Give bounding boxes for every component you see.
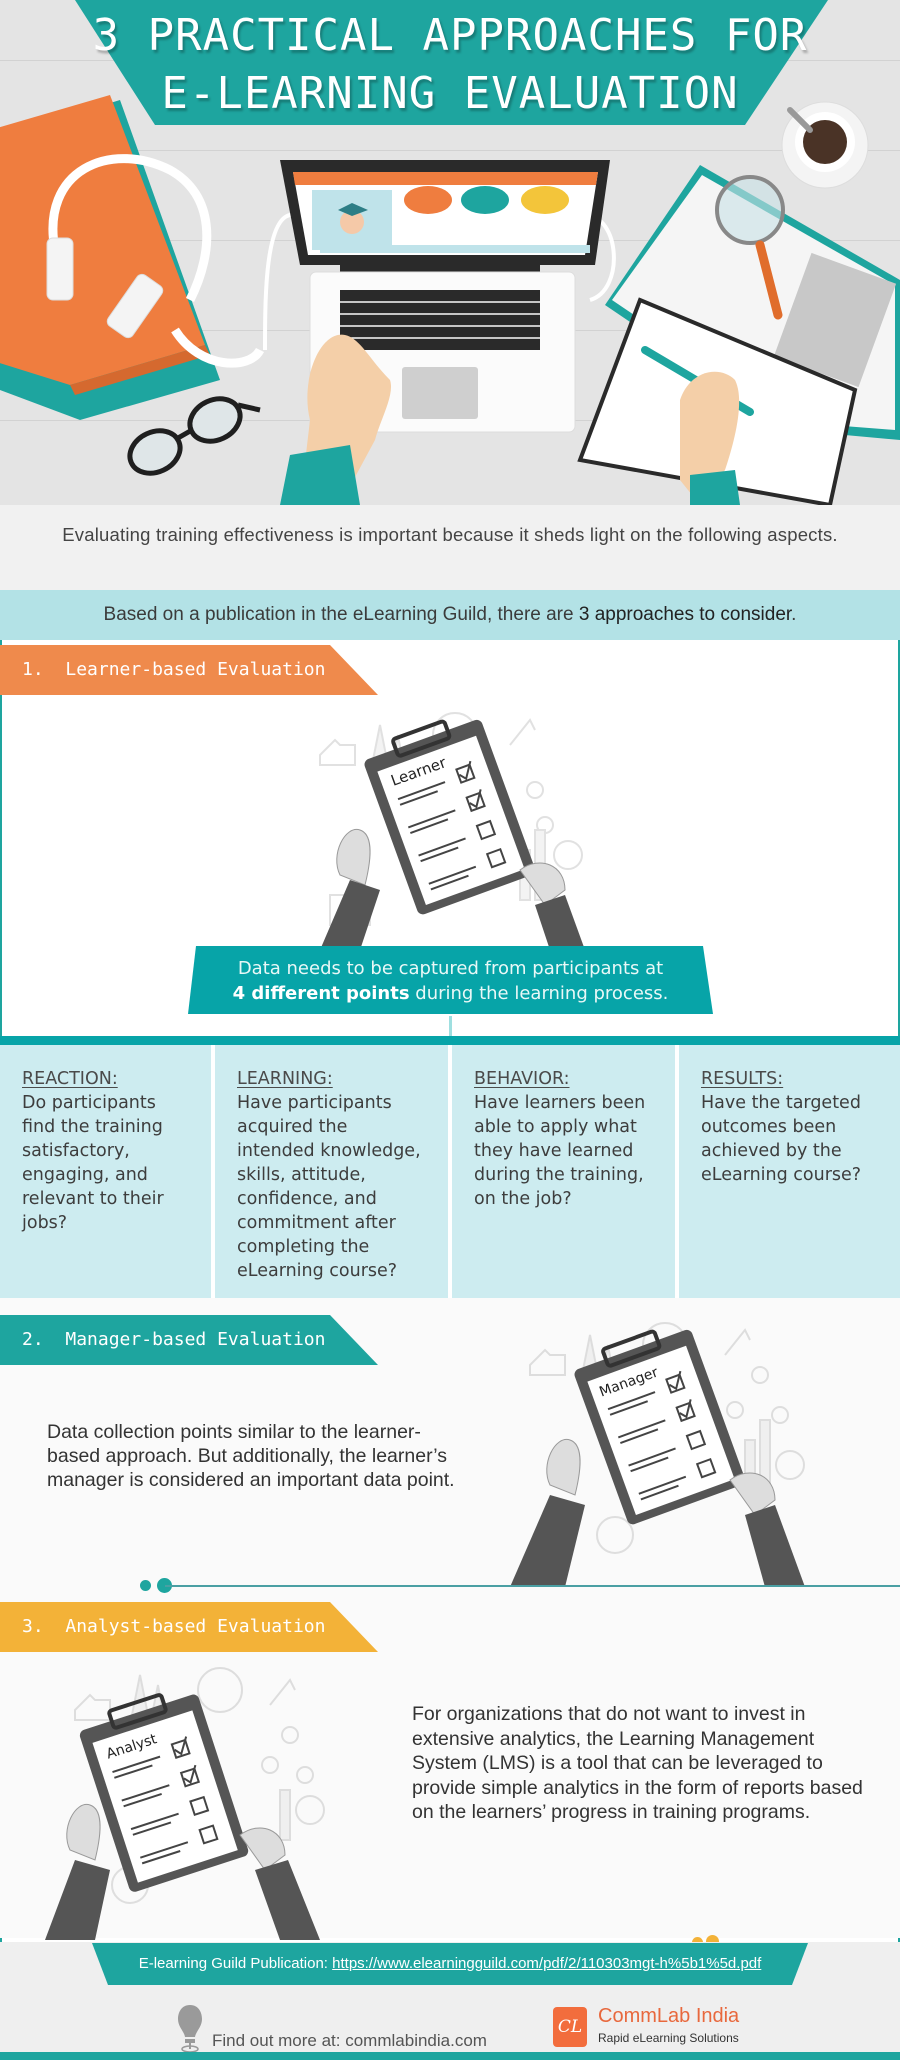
based-on-prefix: Based on a publication in the eLearning … xyxy=(103,604,579,625)
coffee-cup-icon xyxy=(781,101,869,189)
based-on-suffix: . xyxy=(791,604,797,625)
points-top-bar xyxy=(0,1036,900,1045)
divider-dot-large xyxy=(157,1578,172,1593)
point-text: Have the targeted outcomes been achieved… xyxy=(701,1093,862,1185)
section-1-banner: 1. Learner-based Evaluation xyxy=(0,645,380,695)
section-2-banner: 2. Manager-based Evaluation xyxy=(0,1315,380,1365)
section-2-number: 2. xyxy=(22,1329,44,1350)
publication-label: E-learning Guild Publication: xyxy=(138,1955,333,1972)
callout-connector xyxy=(449,1016,452,1040)
point-heading: REACTION: xyxy=(22,1069,118,1089)
section-3-banner: 3. Analyst-based Evaluation xyxy=(0,1602,380,1652)
point-card-behavior: BEHAVIOR: Have learners been able to app… xyxy=(452,1045,675,1298)
evaluation-points: REACTION: Do participants find the train… xyxy=(0,1045,900,1298)
hero-illustration: 3 PRACTICAL APPROACHES FOR E-LEARNING EV… xyxy=(0,0,900,505)
point-text: Have learners been able to apply what th… xyxy=(474,1093,646,1209)
eyeglasses-icon xyxy=(127,396,261,476)
title-banner xyxy=(75,0,828,125)
commlab-logo-icon: CL xyxy=(553,2007,587,2047)
section-3-title: Analyst-based Evaluation xyxy=(65,1616,326,1637)
based-on-emphasis: 3 approaches to consider xyxy=(578,604,792,625)
magnifying-glass-icon xyxy=(715,175,785,320)
callout-emphasis: 4 different points xyxy=(232,983,410,1004)
point-heading: RESULTS: xyxy=(701,1069,784,1089)
based-on-note: Based on a publication in the eLearning … xyxy=(0,590,900,640)
callout-line1: Data needs to be captured from participa… xyxy=(237,958,664,979)
logo-tagline: Rapid eLearning Solutions xyxy=(598,2031,739,2045)
section-2-title: Manager-based Evaluation xyxy=(65,1329,326,1350)
point-card-reaction: REACTION: Do participants find the train… xyxy=(0,1045,211,1298)
bulb-pointer-icon xyxy=(178,2005,202,2053)
page-title-line1: 3 PRACTICAL APPROACHES FOR xyxy=(92,10,808,61)
section-1-number: 1. xyxy=(22,659,44,680)
point-card-results: RESULTS: Have the targeted outcomes been… xyxy=(679,1045,900,1298)
open-book-icon xyxy=(605,165,900,440)
headphones-icon xyxy=(48,154,265,368)
logo-name: CommLab India xyxy=(598,2005,740,2027)
find-more-link[interactable]: Find out more at: commlabindia.com xyxy=(212,2031,487,2050)
section-2-description: Data collection points similar to the le… xyxy=(47,1421,455,1491)
section-divider xyxy=(165,1585,900,1587)
publication-banner: E-learning Guild Publication: https://ww… xyxy=(92,1943,808,1985)
four-points-callout: Data needs to be captured from participa… xyxy=(188,946,713,1016)
point-card-learning: LEARNING: Have participants acquired the… xyxy=(215,1045,448,1298)
callout-line2: during the learning process. xyxy=(409,983,669,1004)
learner-clipboard-illustration: Learner xyxy=(319,712,585,950)
point-text: Have participants acquired the intended … xyxy=(237,1093,421,1281)
bottom-bar xyxy=(0,2052,900,2060)
intro-text: Evaluating training effectiveness is imp… xyxy=(0,505,900,590)
section-1-title: Learner-based Evaluation xyxy=(65,659,326,680)
point-heading: BEHAVIOR: xyxy=(474,1069,570,1089)
desk-scene-illustration xyxy=(0,95,900,505)
divider-dot-small xyxy=(140,1580,151,1591)
section-3-description: For organizations that do not want to in… xyxy=(412,1703,863,1823)
point-text: Do participants find the training satisf… xyxy=(22,1093,164,1233)
analyst-clipboard-illustration: Analyst xyxy=(45,1667,325,1940)
thumbs-up-icon xyxy=(319,738,356,766)
orange-notebook-icon xyxy=(0,95,220,420)
publication-link[interactable]: https://www.elearningguild.com/pdf/2/110… xyxy=(332,1955,762,1972)
manager-clipboard-illustration: Manager xyxy=(510,1322,805,1587)
point-heading: LEARNING: xyxy=(237,1069,333,1089)
section-3-number: 3. xyxy=(22,1616,44,1637)
page-title-line2: E-LEARNING EVALUATION xyxy=(161,68,739,119)
